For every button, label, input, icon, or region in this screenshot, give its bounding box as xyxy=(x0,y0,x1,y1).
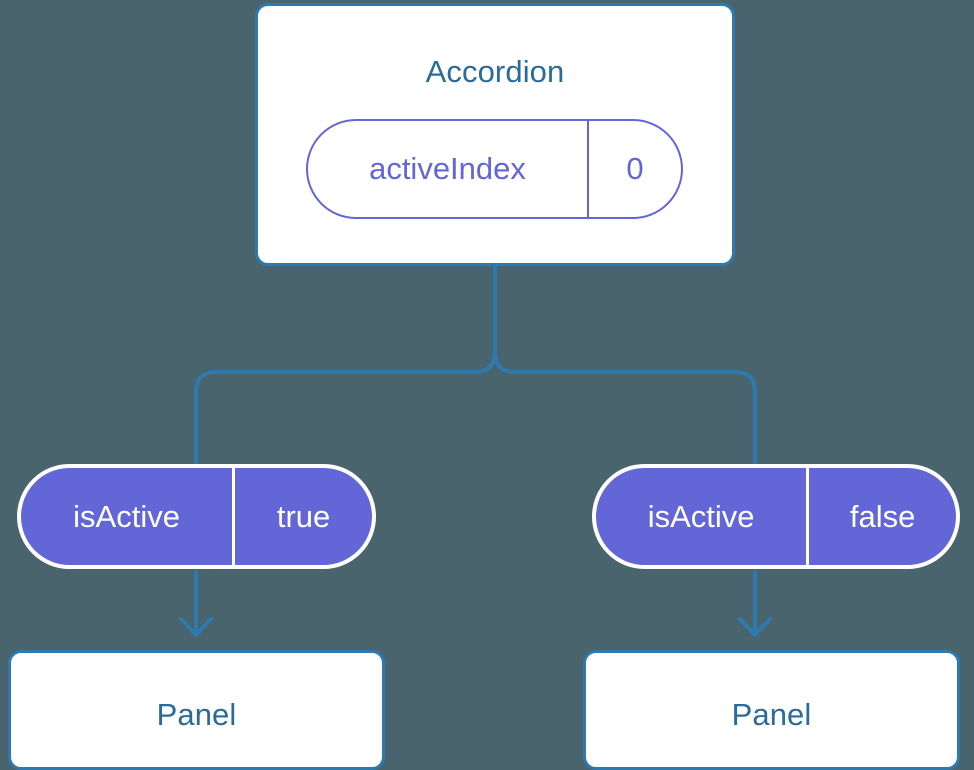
panel-node-right-title: Panel xyxy=(731,697,812,732)
panel-node-left[interactable]: Panel xyxy=(8,650,385,770)
prop-badge-is-active-right[interactable]: isActive false xyxy=(592,464,960,569)
arrow-right-head-icon xyxy=(738,617,772,637)
prop-badge-key: isActive xyxy=(73,498,180,534)
prop-badge-is-active-left[interactable]: isActive true xyxy=(17,464,376,569)
accordion-node-title: Accordion xyxy=(425,54,565,89)
connector-trunk-split xyxy=(194,264,497,466)
prop-badge-value: false xyxy=(806,468,956,565)
panel-node-left-title: Panel xyxy=(156,697,237,732)
prop-badge-value: true xyxy=(232,468,372,565)
state-badge-value: 0 xyxy=(586,121,681,217)
state-badge-active-index[interactable]: activeIndex 0 xyxy=(306,119,683,219)
prop-badge-key: isActive xyxy=(647,498,755,534)
panel-node-right[interactable]: Panel xyxy=(583,650,960,770)
arrow-left-head-icon xyxy=(179,617,213,637)
state-badge-key: activeIndex xyxy=(369,151,526,186)
connector-trunk-split-right xyxy=(493,264,757,466)
